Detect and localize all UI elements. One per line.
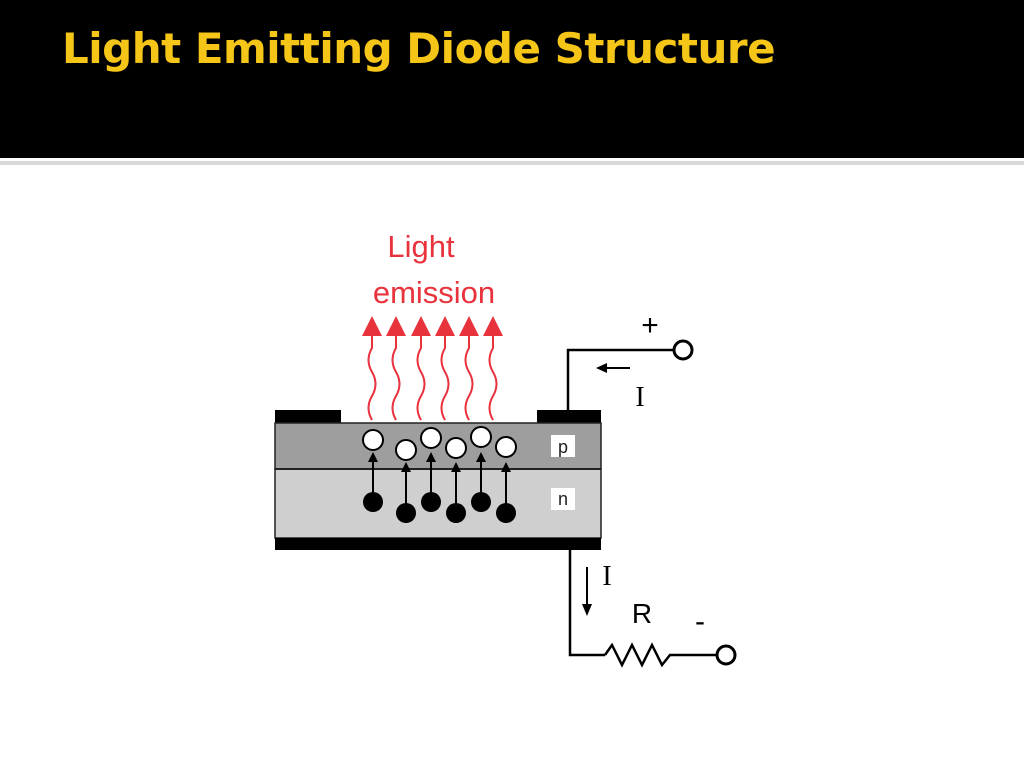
- electron-carrier: [421, 452, 441, 512]
- bottom-contact: [275, 538, 601, 550]
- resistor: [603, 642, 716, 668]
- slide-header: Light Emitting Diode Structure: [0, 0, 1024, 158]
- p-label-box: [551, 435, 575, 457]
- negative-wire: [568, 550, 605, 657]
- p-region-label: p: [558, 437, 568, 457]
- electron-carrier: [496, 462, 516, 523]
- current-label-bottom: I: [602, 561, 611, 592]
- emission-wave: [411, 316, 431, 421]
- holes: [362, 426, 517, 461]
- hole-carrier: [395, 439, 417, 461]
- hole-carrier: [420, 427, 442, 449]
- current-arrowhead-bottom: [582, 604, 592, 616]
- electron-carrier: [446, 462, 466, 523]
- electron-carrier: [471, 452, 491, 512]
- emission-wave: [459, 316, 479, 421]
- n-region-label: n: [558, 489, 568, 509]
- electron-carrier: [363, 452, 383, 512]
- hole-carrier: [495, 436, 517, 458]
- positive-terminal: [672, 339, 694, 361]
- hole-carrier: [470, 426, 492, 448]
- light-label-line1: Light: [387, 229, 455, 264]
- emission-wave: [435, 316, 455, 421]
- hole-carrier: [445, 437, 467, 459]
- emission-wave: [362, 316, 382, 421]
- emission-wave: [386, 316, 406, 421]
- positive-wire: [566, 348, 674, 410]
- negative-terminal: [715, 644, 737, 666]
- header-divider-white: [0, 158, 1024, 161]
- light-label-line2: emission: [373, 275, 495, 310]
- hole-carrier: [362, 429, 384, 451]
- n-label-box: [551, 488, 575, 510]
- plus-label: +: [641, 309, 659, 342]
- current-arrowhead-top: [596, 363, 607, 373]
- top-right-contact: [537, 410, 601, 423]
- minus-label: -: [695, 605, 705, 638]
- resistor-label: R: [632, 598, 652, 629]
- slide-title: Light Emitting Diode Structure: [62, 24, 776, 73]
- header-divider: [0, 161, 1024, 165]
- electrons: [363, 452, 516, 523]
- light-emission-arrows: [362, 316, 503, 421]
- emission-wave: [483, 316, 503, 421]
- current-label-top: I: [635, 382, 644, 413]
- electron-carrier: [396, 462, 416, 523]
- top-left-contact: [275, 410, 341, 423]
